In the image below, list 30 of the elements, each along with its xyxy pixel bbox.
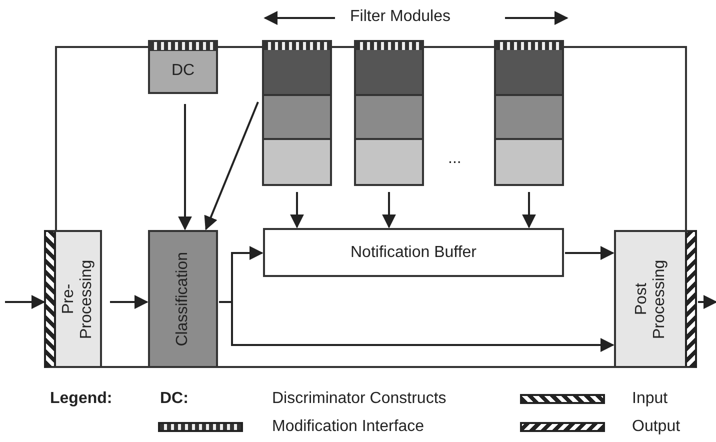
process-box xyxy=(614,230,697,368)
process-box xyxy=(148,230,218,368)
legend-text: Discriminator Constructs xyxy=(272,390,446,408)
node-label: DC xyxy=(171,62,195,80)
arrow xyxy=(382,192,396,228)
buffer-box xyxy=(263,228,564,277)
arrow xyxy=(204,102,259,230)
arrow xyxy=(290,192,304,228)
abbreviation-label: DC: xyxy=(160,390,188,408)
arrow xyxy=(5,295,46,309)
arrow xyxy=(110,295,148,309)
arrow xyxy=(565,246,614,260)
filter-module xyxy=(354,40,424,186)
node-label: Classification xyxy=(174,252,192,346)
node-label: Pre- Processing xyxy=(60,258,96,341)
process-box xyxy=(44,230,102,368)
legend-text: Input xyxy=(632,390,668,408)
heading-label: Filter Modules xyxy=(350,8,450,26)
arrow xyxy=(522,192,536,228)
arrow xyxy=(698,295,716,309)
filter-module xyxy=(494,40,564,186)
legend-heading: Legend: xyxy=(50,390,112,408)
arrow xyxy=(178,104,192,230)
node-label: Notification Buffer xyxy=(350,244,476,262)
construct-box xyxy=(148,40,218,94)
filter-module xyxy=(262,40,332,186)
legend-text: Modification Interface xyxy=(272,418,424,436)
node-label: Post Processing xyxy=(632,258,668,341)
ellipsis-label: ... xyxy=(448,150,462,168)
legend-text: Output xyxy=(632,418,680,436)
